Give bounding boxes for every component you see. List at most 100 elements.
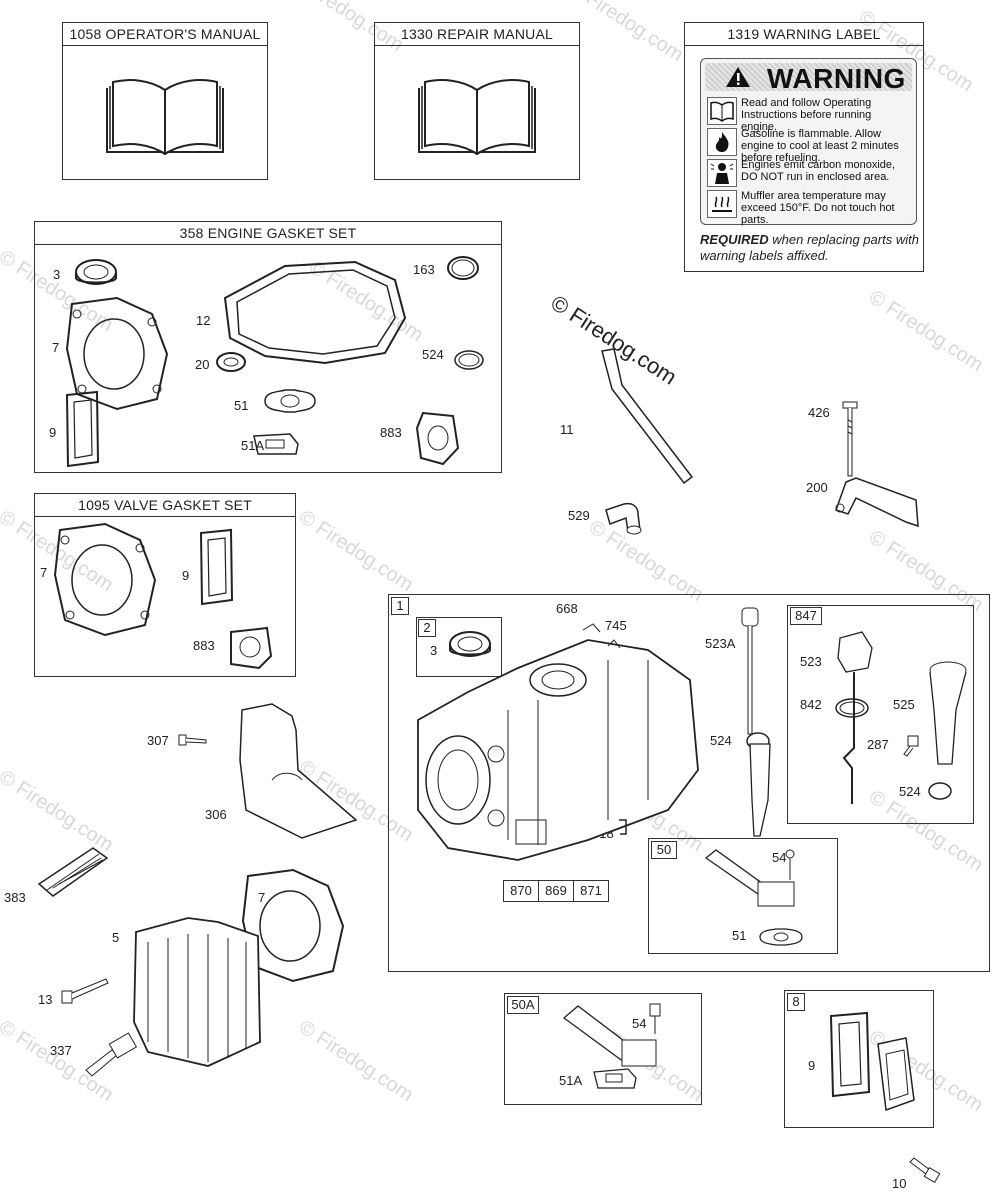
part-label[interactable]: 3	[430, 643, 438, 658]
bolt-part	[178, 734, 207, 746]
dipstick-box[interactable]	[787, 605, 974, 824]
part-label[interactable]: 5	[112, 930, 120, 945]
cylinder-head-part	[133, 917, 261, 1067]
part-label[interactable]: 524	[422, 347, 444, 362]
part-label[interactable]: 337	[50, 1043, 72, 1058]
breather-50a-box[interactable]	[504, 993, 702, 1105]
part-label[interactable]: 20	[195, 357, 210, 372]
part-label[interactable]: 10	[892, 1176, 907, 1191]
part-label[interactable]: 307	[147, 733, 169, 748]
warning-label-title: 1319 WARNING LABEL	[685, 23, 923, 46]
part-label[interactable]: 13	[38, 992, 53, 1007]
manual-icon	[707, 97, 737, 125]
o-ring-part	[447, 256, 479, 280]
part-label[interactable]: 7	[52, 340, 60, 355]
repair-manual-box[interactable]: 1330 REPAIR MANUAL	[374, 22, 580, 180]
part-label[interactable]: 9	[182, 568, 190, 583]
box-tag: 50A	[507, 996, 539, 1014]
gasket-part	[759, 928, 803, 946]
exhaust-gasket-part	[230, 626, 273, 670]
valve-cover-gasket-part	[65, 390, 100, 468]
part-label[interactable]: 54	[772, 850, 787, 865]
valve-cover-gasket-part	[829, 1011, 871, 1098]
baffle-part	[239, 703, 358, 839]
part-label[interactable]: 9	[49, 425, 57, 440]
part-cell[interactable]: 871	[580, 883, 602, 898]
sub-tag: 2	[418, 619, 436, 637]
part-label[interactable]: 842	[800, 697, 822, 712]
warning-row: Engines emit carbon monoxide, DO NOT run…	[705, 157, 912, 187]
part-label[interactable]: 525	[893, 697, 915, 712]
oil-seal-part	[216, 352, 246, 372]
part-label[interactable]: 523	[800, 654, 822, 669]
box-tag: 8	[787, 993, 805, 1011]
part-label[interactable]: 3	[53, 267, 61, 282]
warning-title: WARNING	[767, 63, 906, 94]
spring-part	[37, 847, 109, 897]
book-icon	[106, 79, 224, 156]
part-number-table: 870 869 871	[503, 880, 609, 902]
fill-tube-part	[749, 743, 771, 837]
breather-box[interactable]	[648, 838, 838, 954]
required-note: REQUIRED when replacing parts with warni…	[700, 232, 919, 263]
part-label[interactable]: 524	[899, 784, 921, 799]
part-label[interactable]: 883	[193, 638, 215, 653]
oil-seal-sub-box[interactable]	[416, 617, 502, 677]
oil-seal-part	[75, 259, 117, 285]
clip-part	[619, 819, 627, 835]
part-label[interactable]: 529	[568, 508, 590, 523]
part-label[interactable]: 287	[867, 737, 889, 752]
oil-seal-part	[449, 631, 491, 657]
part-label[interactable]: 524	[710, 733, 732, 748]
part-label[interactable]: 883	[380, 425, 402, 440]
dipstick-cap-part	[837, 631, 873, 804]
hot-surface-icon	[707, 190, 737, 218]
part-label[interactable]: 51	[234, 398, 249, 413]
head-gasket-part	[53, 522, 157, 637]
part-label[interactable]: 200	[806, 480, 828, 495]
part-label[interactable]: 668	[556, 601, 578, 616]
warning-decal: WARNING Read and follow Operating Instru…	[700, 58, 917, 226]
box-tag: 847	[790, 607, 822, 625]
part-label[interactable]: 11	[560, 422, 574, 437]
part-label[interactable]: 523A	[705, 636, 736, 651]
part-label[interactable]: 306	[205, 807, 227, 822]
warning-label-box[interactable]: 1319 WARNING LABEL	[684, 22, 924, 272]
assembly-tag: 1	[391, 597, 409, 615]
small-gasket-part	[253, 433, 299, 455]
box-tag: 50	[651, 841, 677, 859]
fire-icon	[707, 128, 737, 156]
crankcase-gasket-part	[223, 260, 407, 365]
crankcase-part	[417, 623, 699, 861]
valve-cover-box[interactable]	[784, 990, 934, 1128]
warning-row: Muffler area temperature may exceed 150°…	[705, 188, 912, 226]
breather-part	[562, 1003, 661, 1067]
part-cell[interactable]: 869	[539, 881, 574, 901]
dipstick-part	[741, 607, 759, 735]
repair-manual-title: 1330 REPAIR MANUAL	[375, 23, 579, 46]
engine-gasket-set-box[interactable]: 358 ENGINE GASKET SET	[34, 221, 502, 473]
valve-gasket-set-box[interactable]: 1095 VALVE GASKET SET	[34, 493, 296, 677]
head-gasket-part	[65, 296, 169, 411]
breather-part	[704, 849, 795, 907]
exhaust-gasket-part	[415, 411, 460, 466]
part-label[interactable]: 51A	[241, 438, 265, 453]
part-label[interactable]: 745	[605, 618, 627, 633]
part-label[interactable]: 7	[40, 565, 48, 580]
part-label[interactable]: 54	[632, 1016, 647, 1031]
part-cell[interactable]: 870	[504, 881, 539, 901]
part-label[interactable]: 7	[258, 890, 266, 905]
part-label[interactable]: 51A	[559, 1073, 583, 1088]
part-label[interactable]: 9	[808, 1058, 816, 1073]
part-label[interactable]: 12	[196, 313, 211, 328]
part-label[interactable]: 426	[808, 405, 830, 420]
valve-cover-gasket-part	[199, 528, 234, 606]
crankcase-assembly-box[interactable]	[388, 594, 990, 972]
person-fumes-icon	[707, 159, 737, 187]
part-label[interactable]: 163	[413, 262, 435, 277]
operators-manual-box[interactable]: 1058 OPERATOR'S MANUAL	[62, 22, 268, 180]
part-label[interactable]: 383	[4, 890, 26, 905]
spark-plug-part	[85, 1032, 138, 1077]
warning-row: Read and follow Operating Instructions b…	[705, 95, 912, 133]
part-label[interactable]: 51	[732, 928, 747, 943]
